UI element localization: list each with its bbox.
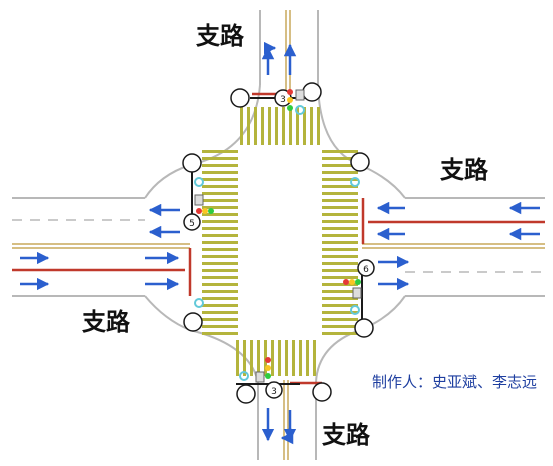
turn-arrow-icon: [280, 427, 294, 445]
road-label-south: 支路: [322, 421, 371, 449]
pedestrian-signal-icon: [350, 305, 360, 315]
signal-number-east: 6: [363, 265, 369, 275]
crosswalk-west: [202, 150, 238, 335]
pedestrian-signal-icon: [194, 177, 204, 187]
lane-arrows: [20, 41, 540, 445]
traffic-light-icon: [182, 153, 214, 332]
crosswalk-north: [240, 107, 320, 145]
credit-text: 制作人：史亚斌、李志远: [372, 373, 537, 391]
road-label-west: 支路: [82, 308, 131, 336]
road-label-east: 支路: [440, 156, 489, 184]
signal-number-south: 3: [271, 387, 277, 397]
signal-number-west: 5: [189, 219, 195, 229]
turn-arrow-icon: [263, 41, 277, 56]
pedestrian-signal-icon: [194, 298, 204, 308]
traffic-light-icon: [236, 357, 332, 404]
lane-dashes: [12, 219, 545, 273]
pedestrian-signal-icon: [350, 177, 360, 187]
traffic-light-icon: [343, 152, 375, 338]
pedestrian-signal-icon: [295, 105, 305, 115]
traffic-light-icon: [230, 82, 322, 115]
crosswalk-south: [236, 340, 316, 376]
signal-number-north: 3: [280, 95, 286, 105]
pedestrian-signal-icon: [239, 371, 249, 381]
road-label-north: 支路: [196, 22, 245, 50]
crosswalk-east: [322, 150, 358, 335]
stop-lines: [12, 92, 545, 385]
